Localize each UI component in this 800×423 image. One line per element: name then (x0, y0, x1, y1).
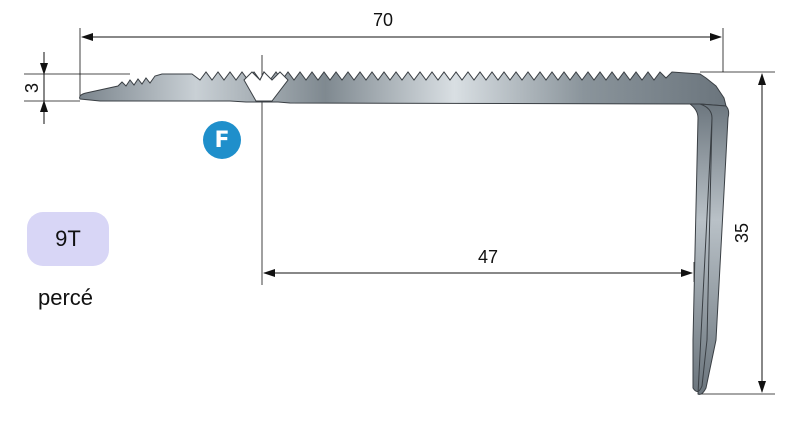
variant-badge-label: 9T (55, 226, 81, 251)
fixing-marker-label: F (214, 127, 230, 153)
fixing-marker: F (203, 121, 241, 159)
dim-label-47: 47 (478, 247, 498, 267)
profile-tread (79, 71, 727, 107)
dim-label-35: 35 (732, 223, 752, 243)
variant-badge: 9T (27, 212, 109, 266)
dim-label-70: 70 (373, 10, 393, 30)
profile-leg (688, 103, 730, 395)
profile-notch (243, 71, 289, 102)
dim-label-3: 3 (22, 83, 42, 93)
perforation-note: percé (38, 285, 94, 310)
